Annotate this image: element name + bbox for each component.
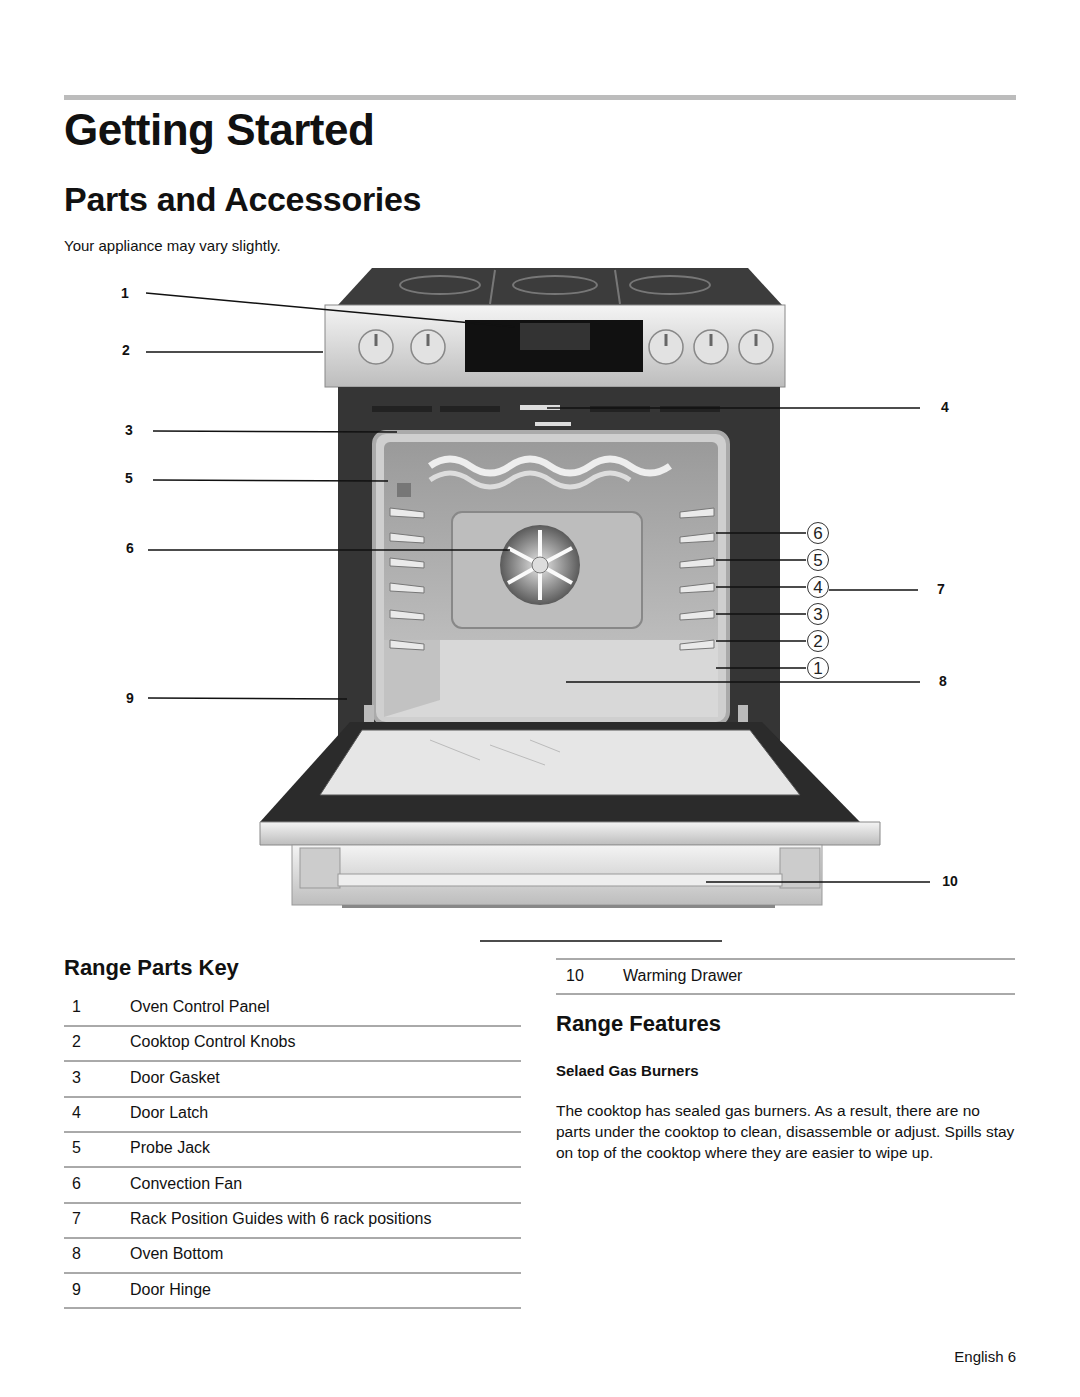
door-inner [260, 722, 860, 822]
convection-fan [500, 525, 580, 605]
feature-heading: Selaed Gas Burners [556, 1062, 699, 1079]
rack-number: 4 [813, 579, 822, 596]
table-cell: 4 [72, 1104, 81, 1122]
knobs [359, 330, 773, 364]
rack-number: 6 [813, 525, 822, 542]
table-cell: 5 [72, 1139, 81, 1157]
broil-element-lower [430, 473, 630, 487]
cooktop [338, 268, 782, 305]
rack-position-number: 6 [807, 522, 829, 544]
table-cell: 1 [72, 998, 81, 1016]
door-gasket [374, 432, 728, 724]
glass-reflection [430, 740, 560, 765]
body-text: The cooktop has sealed gas burners. As a… [556, 1100, 1018, 1163]
section-heading: Parts and Accessories [64, 180, 421, 219]
callout-number: 5 [125, 470, 133, 486]
table-cell: Cooktop Control Knobs [130, 1033, 295, 1051]
table-cell: 2 [72, 1033, 81, 1051]
callout-number: 3 [125, 422, 133, 438]
range-base [342, 905, 775, 908]
table-cell: 7 [72, 1210, 81, 1228]
divider [480, 940, 722, 942]
callout-number: 2 [122, 342, 130, 358]
fan-panel [452, 512, 642, 628]
knob-marks [376, 334, 756, 346]
rack-number: 2 [813, 633, 822, 650]
table-cell: Door Hinge [130, 1281, 211, 1299]
control-panel [325, 305, 785, 387]
table-cell: 9 [72, 1281, 81, 1299]
fan-blades [508, 530, 572, 600]
oven-cavity [384, 442, 718, 717]
subheading: Range Features [556, 1011, 721, 1036]
table-cell: 8 [72, 1245, 81, 1263]
callout-number: 6 [126, 540, 134, 556]
door-edge [260, 822, 880, 845]
rack-position-number: 5 [807, 549, 829, 571]
subheading: Range Parts Key [64, 955, 239, 980]
rack-position-number: 3 [807, 603, 829, 625]
callout-number: 1 [121, 285, 129, 301]
table-cell: Rack Position Guides with 6 rack positio… [130, 1210, 431, 1228]
rack-position-number: 1 [807, 657, 829, 679]
table-cell: 3 [72, 1069, 81, 1087]
top-rule [64, 95, 1016, 100]
table-cell: Warming Drawer [623, 967, 742, 985]
display-window [520, 323, 590, 350]
rack-number: 1 [813, 660, 822, 677]
rack-guides-left [390, 508, 424, 650]
rack-position-number: 2 [807, 630, 829, 652]
warming-drawer [292, 845, 822, 905]
table-cell: Door Latch [130, 1104, 208, 1122]
rack-position-number: 4 [807, 576, 829, 598]
rack-number: 3 [813, 606, 822, 623]
page-number: English 6 [954, 1348, 1016, 1365]
oven-floor-side [384, 640, 440, 717]
callout-number: 10 [942, 873, 958, 889]
display [465, 320, 643, 372]
oven-floor [384, 640, 718, 717]
callout-number: 4 [941, 399, 949, 415]
rack-guides-right [680, 508, 714, 650]
fan-hub [532, 557, 548, 573]
table-cell: Probe Jack [130, 1139, 210, 1157]
table-cell: Oven Control Panel [130, 998, 270, 1016]
probe-jack [397, 483, 411, 497]
table-cell: 10 [566, 967, 584, 985]
callout-number: 9 [126, 690, 134, 706]
door-glass [320, 730, 800, 795]
callout-number: 8 [939, 673, 947, 689]
table-cell: Oven Bottom [130, 1245, 223, 1263]
table-cell: Convection Fan [130, 1175, 242, 1193]
callout-number: 7 [937, 581, 945, 597]
vents [372, 406, 720, 412]
grates [400, 270, 710, 304]
latch-slot [535, 422, 571, 426]
page-title: Getting Started [64, 105, 374, 156]
table-cell: 6 [72, 1175, 81, 1193]
leader-lines [146, 293, 930, 882]
rack-number: 5 [813, 552, 822, 569]
table-cell: Door Gasket [130, 1069, 220, 1087]
handle-cap-left [300, 848, 340, 888]
drawer-handle [338, 874, 782, 886]
broil-element [430, 459, 670, 473]
note: Your appliance may vary slightly. [64, 237, 281, 254]
